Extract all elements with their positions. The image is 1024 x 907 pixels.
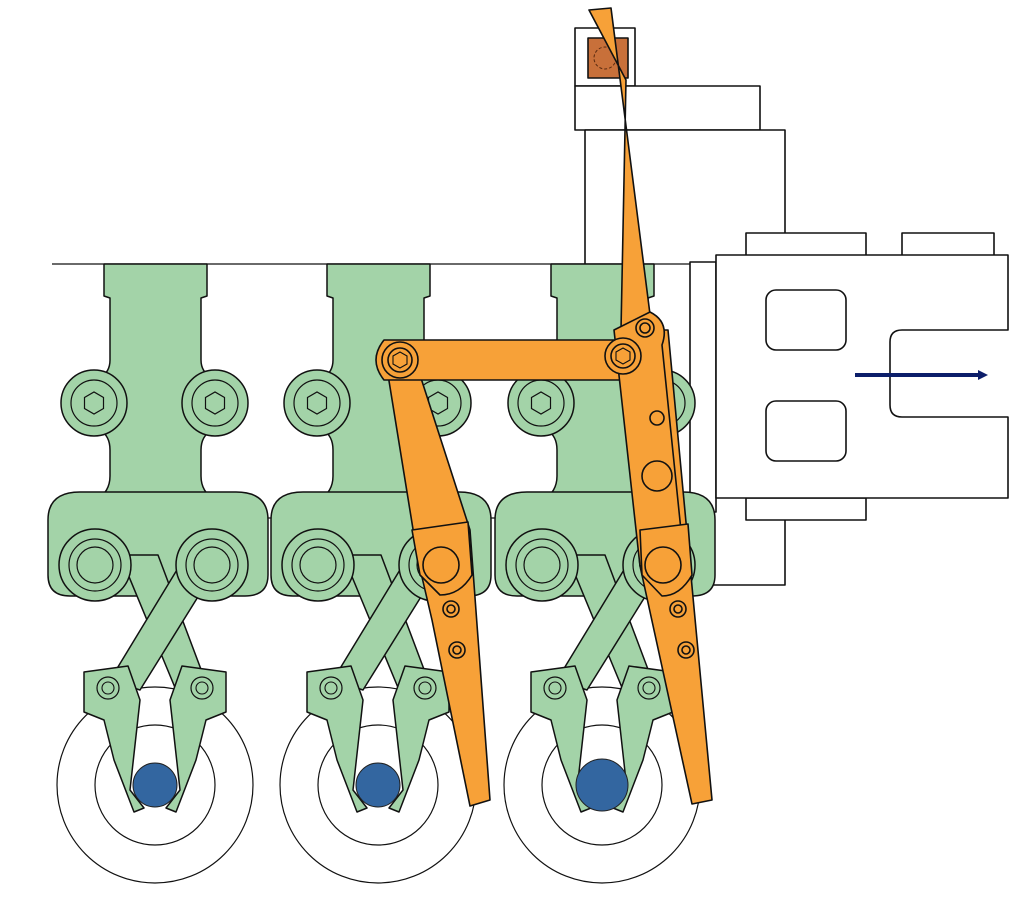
hex-socket-bolt-icon [392,347,631,369]
blue-part [355,762,401,808]
hex-socket-bolt-icon [306,391,328,415]
pivot-hub [58,528,132,602]
finger-left [530,665,592,813]
blue-part [132,762,178,808]
pivot-hub [175,528,249,602]
pivot-hub [281,528,355,602]
hex-socket-bolt-icon [427,391,449,415]
finger-left [83,665,145,813]
finger-right [612,665,674,813]
hex-socket-bolt-icon [204,391,226,415]
hex-socket-bolt-icon [530,391,552,415]
finger-right [388,665,450,813]
finger-left [306,665,368,813]
finger-right [165,665,227,813]
blue-part [575,758,629,812]
gripper-unit-1 [47,263,269,813]
pivot-hub [505,528,579,602]
hex-socket-bolt-icon [83,391,105,415]
linkage-joints [381,318,695,659]
right-housing [574,27,1009,586]
